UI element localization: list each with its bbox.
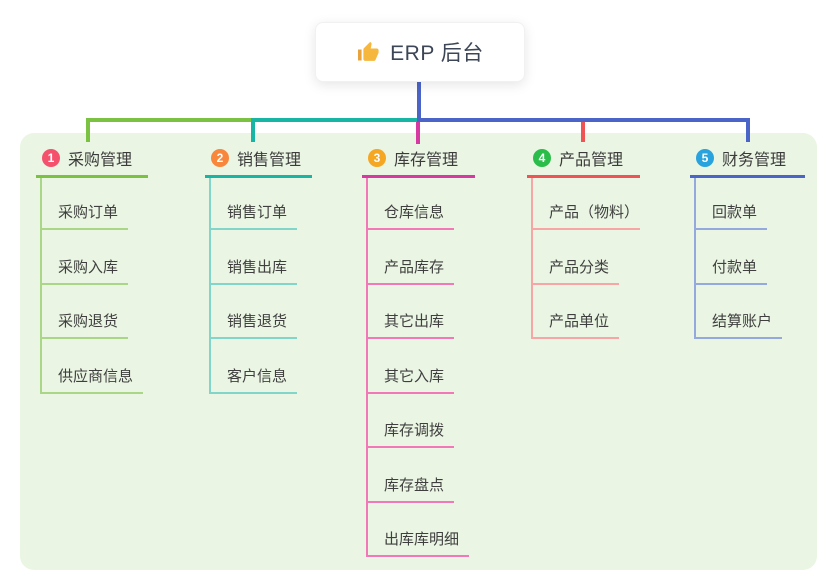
child-row: 销售出库 <box>211 230 312 285</box>
child-node[interactable]: 采购退货 <box>42 310 129 339</box>
branch-badge-3: 3 <box>368 148 386 167</box>
child-row: 结算账户 <box>696 285 805 339</box>
child-row: 产品分类 <box>533 230 640 285</box>
branch-label: 采购管理 <box>68 151 133 169</box>
child-node[interactable]: 出库库明细 <box>368 528 470 557</box>
branch-children-5: 回款单付款单结算账户 <box>694 178 805 339</box>
child-node[interactable]: 销售出库 <box>211 256 298 285</box>
child-node[interactable]: 库存调拨 <box>368 419 455 448</box>
child-node[interactable]: 采购订单 <box>42 201 129 230</box>
child-row: 销售退货 <box>211 285 312 339</box>
branch-children-2: 销售订单销售出库销售退货客户信息 <box>209 178 312 394</box>
branch-badge-4: 4 <box>533 148 551 167</box>
child-node[interactable]: 付款单 <box>696 256 768 285</box>
connector-branch-5-drop <box>746 118 750 142</box>
branch-1: 1 采购管理采购订单采购入库采购退货供应商信息 <box>36 140 148 394</box>
child-node[interactable]: 库存盘点 <box>368 474 455 503</box>
connector-branch-5-h <box>417 118 750 122</box>
child-row: 客户信息 <box>211 339 312 394</box>
branches-panel <box>20 133 817 570</box>
child-node[interactable]: 销售订单 <box>211 201 298 230</box>
connector-branch-4-drop <box>581 118 585 142</box>
child-row: 出库库明细 <box>368 503 475 557</box>
branch-node-4[interactable]: 4 产品管理 <box>527 140 640 178</box>
branch-children-3: 仓库信息产品库存其它出库其它入库库存调拨库存盘点出库库明细 <box>366 178 475 557</box>
branch-children-1: 采购订单采购入库采购退货供应商信息 <box>40 178 148 394</box>
child-row: 产品单位 <box>533 285 640 339</box>
branch-node-3[interactable]: 3 库存管理 <box>362 140 475 178</box>
child-row: 产品（物料） <box>533 178 640 230</box>
child-row: 其它出库 <box>368 285 475 339</box>
branch-label: 产品管理 <box>559 151 624 169</box>
branch-4: 4 产品管理产品（物料） 产品分类产品单位 <box>527 140 640 339</box>
branch-children-4: 产品（物料） 产品分类产品单位 <box>531 178 640 339</box>
thumbs-up-icon <box>356 40 380 64</box>
connector-branch-2-h <box>251 118 421 122</box>
child-row: 库存调拨 <box>368 394 475 448</box>
child-row: 回款单 <box>696 178 805 230</box>
child-node[interactable]: 其它出库 <box>368 310 455 339</box>
branch-badge-1: 1 <box>42 148 60 167</box>
branch-label: 库存管理 <box>394 151 459 169</box>
connector-branch-1-drop <box>86 118 90 142</box>
child-row: 仓库信息 <box>368 178 475 230</box>
connector-branch-3-drop <box>416 122 420 144</box>
child-row: 其它入库 <box>368 339 475 394</box>
child-node[interactable]: 仓库信息 <box>368 201 455 230</box>
child-row: 产品库存 <box>368 230 475 285</box>
child-node[interactable]: 客户信息 <box>211 365 298 394</box>
branch-label: 销售管理 <box>237 151 302 169</box>
child-row: 采购入库 <box>42 230 148 285</box>
root-connector-vertical <box>417 82 421 122</box>
branch-badge-5: 5 <box>696 148 714 167</box>
child-row: 供应商信息 <box>42 339 148 394</box>
root-node-erp[interactable]: ERP 后台 <box>315 22 525 82</box>
branch-5: 5 财务管理回款单付款单结算账户 <box>690 140 805 339</box>
root-node-title: ERP 后台 <box>390 42 484 65</box>
child-row: 采购订单 <box>42 178 148 230</box>
branch-3: 3 库存管理仓库信息产品库存其它出库其它入库库存调拨库存盘点出库库明细 <box>362 140 475 557</box>
child-node[interactable]: 回款单 <box>696 201 768 230</box>
child-node[interactable]: 供应商信息 <box>42 365 144 394</box>
child-row: 库存盘点 <box>368 448 475 503</box>
branch-node-2[interactable]: 2 销售管理 <box>205 140 312 178</box>
child-node[interactable]: 产品库存 <box>368 256 455 285</box>
branch-node-5[interactable]: 5 财务管理 <box>690 140 805 178</box>
child-node[interactable]: 产品（物料） <box>533 201 640 230</box>
connector-branch-2-drop <box>251 118 255 142</box>
child-row: 采购退货 <box>42 285 148 339</box>
child-row: 付款单 <box>696 230 805 285</box>
branch-badge-2: 2 <box>211 148 229 167</box>
branch-label: 财务管理 <box>722 151 787 169</box>
child-node[interactable]: 产品分类 <box>533 256 620 285</box>
child-row: 销售订单 <box>211 178 312 230</box>
child-node[interactable]: 采购入库 <box>42 256 129 285</box>
child-node[interactable]: 结算账户 <box>696 310 783 339</box>
branch-node-1[interactable]: 1 采购管理 <box>36 140 148 178</box>
branch-2: 2 销售管理销售订单销售出库销售退货客户信息 <box>205 140 312 394</box>
child-node[interactable]: 销售退货 <box>211 310 298 339</box>
child-node[interactable]: 其它入库 <box>368 365 455 394</box>
child-node[interactable]: 产品单位 <box>533 310 620 339</box>
